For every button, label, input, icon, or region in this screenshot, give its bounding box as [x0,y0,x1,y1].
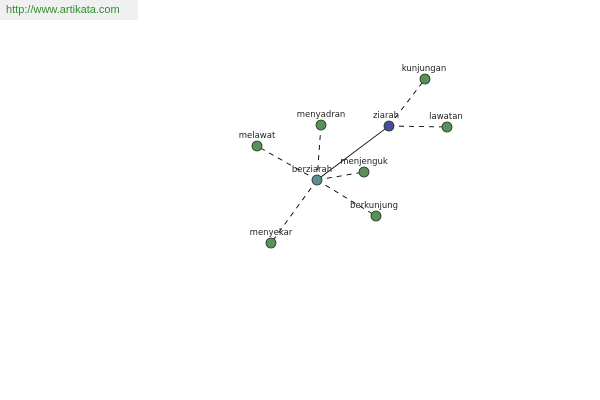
node-label-berkunjung: berkunjung [350,201,398,211]
node-label-ziarah: ziarah [373,111,399,121]
node-menyadran[interactable] [315,119,327,131]
node-berkunjung[interactable] [370,210,382,222]
edge-ziarah-lawatan [388,125,448,128]
nodes-layer [251,73,453,249]
node-label-melawat: melawat [239,131,276,141]
watermark-bar: http://www.artikata.com [0,0,138,20]
node-ziarah[interactable] [383,120,395,132]
edge-berziarah-ziarah [316,125,390,181]
watermark-url[interactable]: http://www.artikata.com [6,4,120,16]
node-label-lawatan: lawatan [429,112,463,122]
node-label-menjenguk: menjenguk [340,157,388,167]
node-label-menyekar: menyekar [250,228,293,238]
node-berziarah[interactable] [311,174,323,186]
node-menyekar[interactable] [265,237,277,249]
edge-berziarah-menyekar [270,179,318,244]
edge-berziarah-menjenguk [316,171,365,181]
node-melawat[interactable] [251,140,263,152]
node-lawatan[interactable] [441,121,453,133]
node-label-berziarah: berziarah [292,165,332,175]
node-menjenguk[interactable] [358,166,370,178]
edges-layer [256,78,448,244]
edge-berziarah-berkunjung [316,179,377,217]
node-label-menyadran: menyadran [297,110,346,120]
node-kunjungan[interactable] [419,73,431,85]
node-label-kunjungan: kunjungan [402,64,447,74]
labels-layer: kunjungan ziarah lawatan menyadran melawat be… [239,64,463,238]
edge-berziarah-melawat [256,145,318,181]
